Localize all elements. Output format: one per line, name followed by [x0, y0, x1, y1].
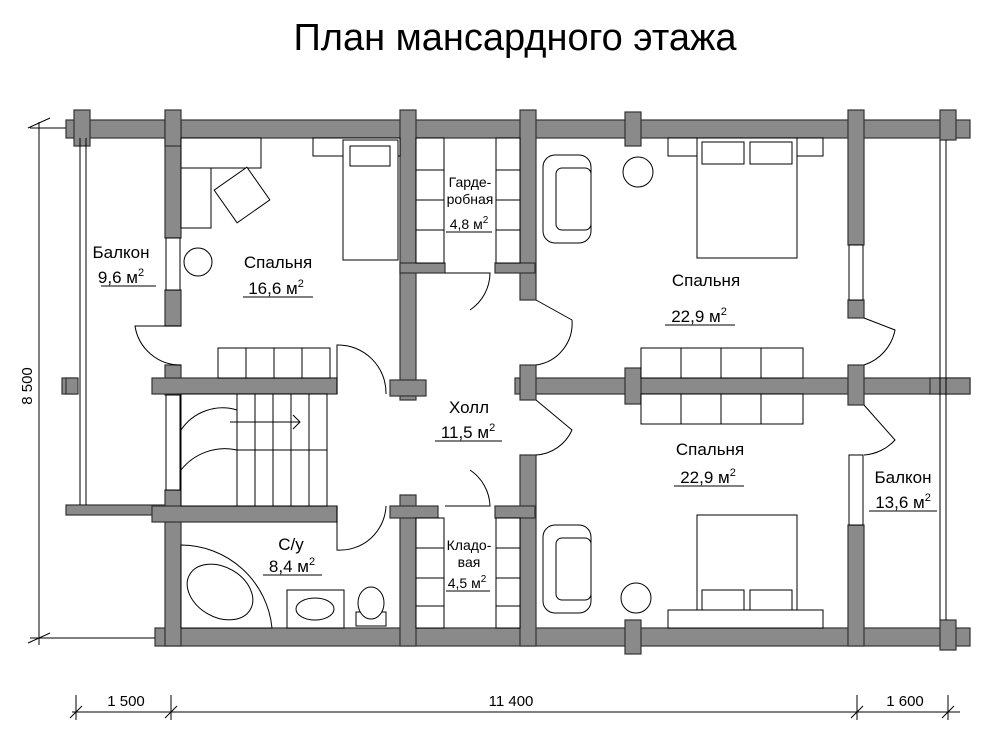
room-name-bedroom-bottom-right: Спальня [676, 440, 744, 459]
balcony-railings [79, 138, 947, 620]
room-name-bedroom-top-right: Спальня [672, 271, 740, 290]
room-area-balcony-right: 13,6 м2 [875, 492, 931, 512]
dimension-lines [27, 117, 960, 720]
room-name-balcony-right: Балкон [874, 468, 931, 487]
room-name-wardrobe-1: Гарде- [449, 174, 492, 190]
room-area-bedroom-bottom-right: 22,9 м2 [680, 467, 736, 487]
room-name-balcony-left: Балкон [92, 243, 149, 262]
room-name-storage-2: вая [458, 554, 481, 570]
plan-title: План мансардного этажа [293, 17, 737, 59]
room-area-bathroom: 8,4 м2 [269, 556, 315, 576]
dimension-height: 8 500 [19, 367, 36, 405]
furniture [180, 137, 824, 629]
room-labels: Балкон 9,6 м2 Спальня 16,6 м2 Гарде- роб… [92, 174, 937, 592]
room-name-hall-text: Холл [449, 398, 489, 417]
room-area-wardrobe: 4,8 м2 [450, 215, 489, 232]
room-name-storage-1: Кладо- [447, 537, 492, 553]
room-area-bedroom-small: 16,6 м2 [248, 278, 304, 298]
windows [165, 237, 864, 526]
dimension-middle: 11 400 [489, 693, 534, 710]
room-name-bathroom: С/у [278, 535, 304, 554]
doors [134, 272, 896, 551]
room-area-balcony-left: 9,6 м2 [98, 267, 144, 287]
room-area-storage: 4,5 м2 [448, 574, 487, 591]
walls [61, 109, 971, 655]
room-name-bedroom-small: Спальня [244, 253, 312, 272]
room-name-wardrobe-2: робная [447, 191, 494, 207]
dimension-right: 1 600 [886, 693, 924, 710]
room-area-hall: 11,5 м2 [441, 422, 495, 442]
room-area-bedroom-top-right: 22,9 м2 [671, 306, 727, 326]
dimension-left: 1 500 [107, 693, 145, 710]
